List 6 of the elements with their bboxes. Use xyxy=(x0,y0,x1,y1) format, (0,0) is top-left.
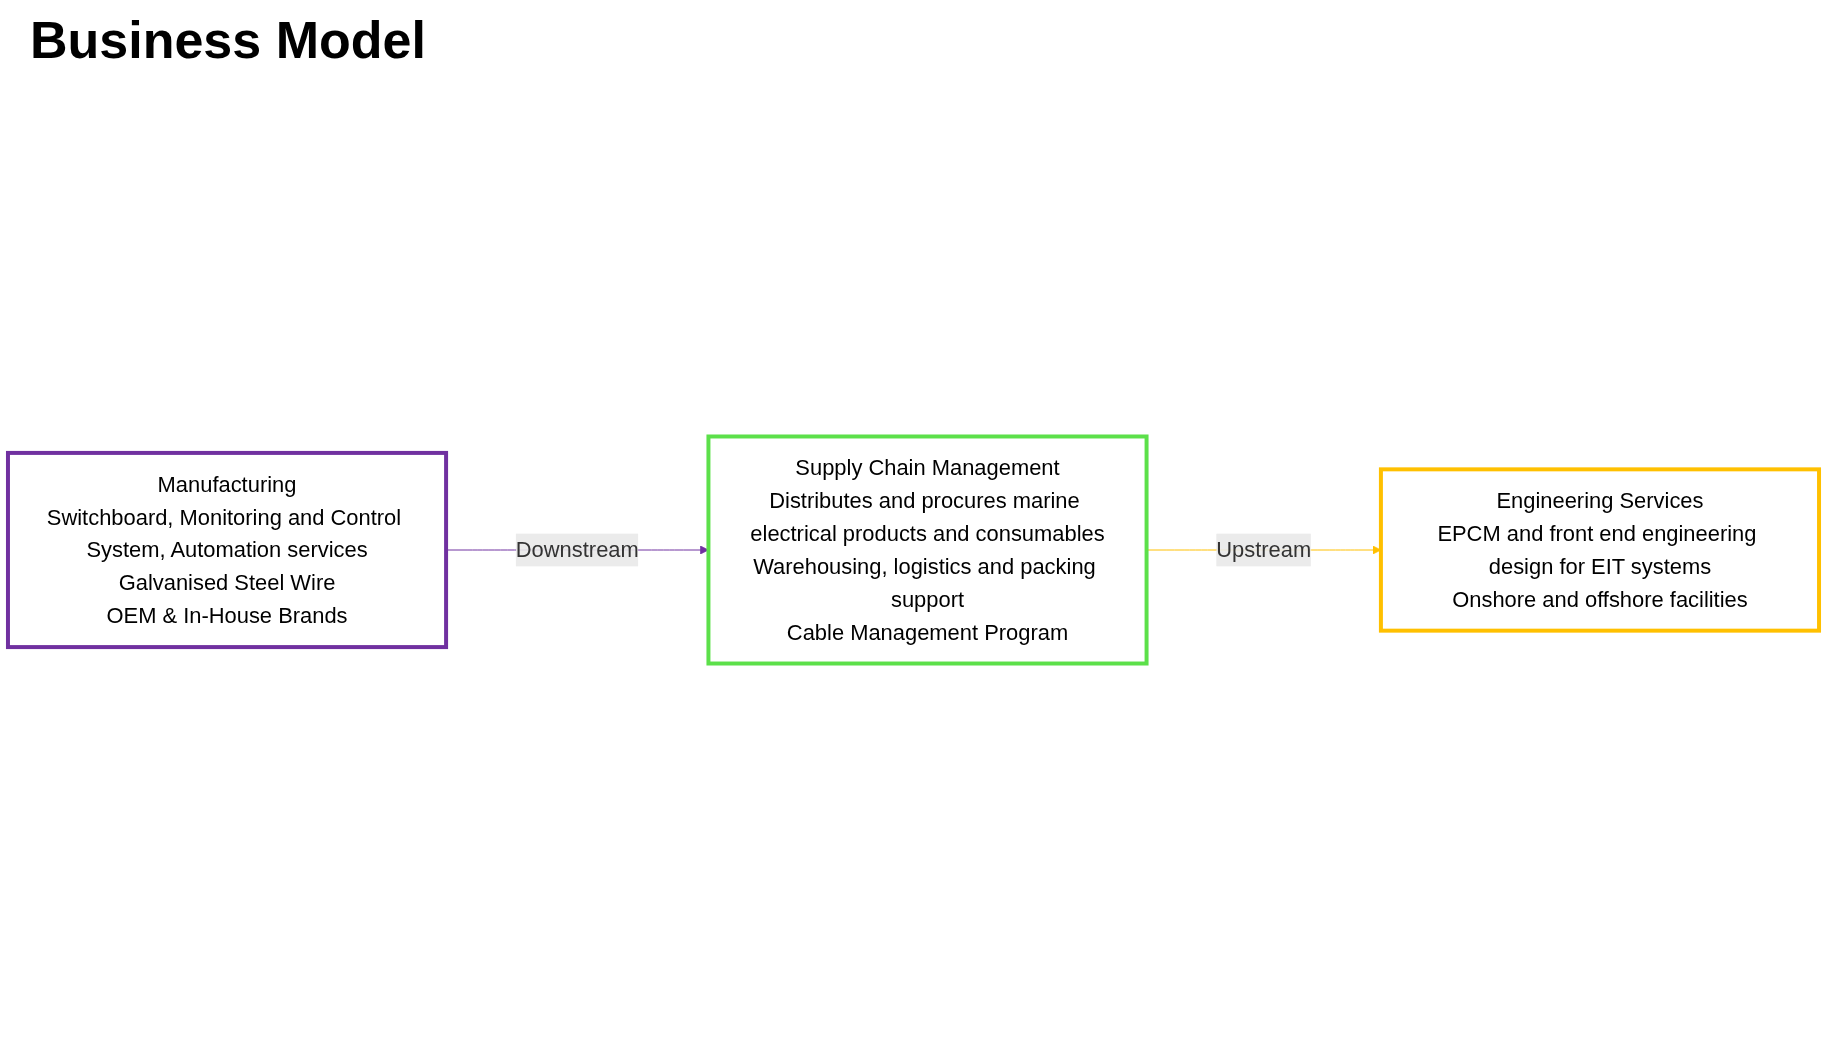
node-box: Manufacturing Switchboard, Monitoring and Control System, Automation services Galvanised Steel Wire OEM & In-House Brands xyxy=(5,450,449,650)
edge-label: Upstream xyxy=(1216,537,1312,563)
edge-label: Downstream xyxy=(515,537,639,563)
node-box: Engineering Services EPCM and front end engineering design for EIT systems Onshore and offshore facilities xyxy=(1378,467,1821,633)
title: Business Model xyxy=(30,10,426,70)
node-box: Supply Chain Management Distributes and procures marine electrical products and consumables Warehousing, logistics and packing support Cable Management Program xyxy=(706,434,1149,666)
